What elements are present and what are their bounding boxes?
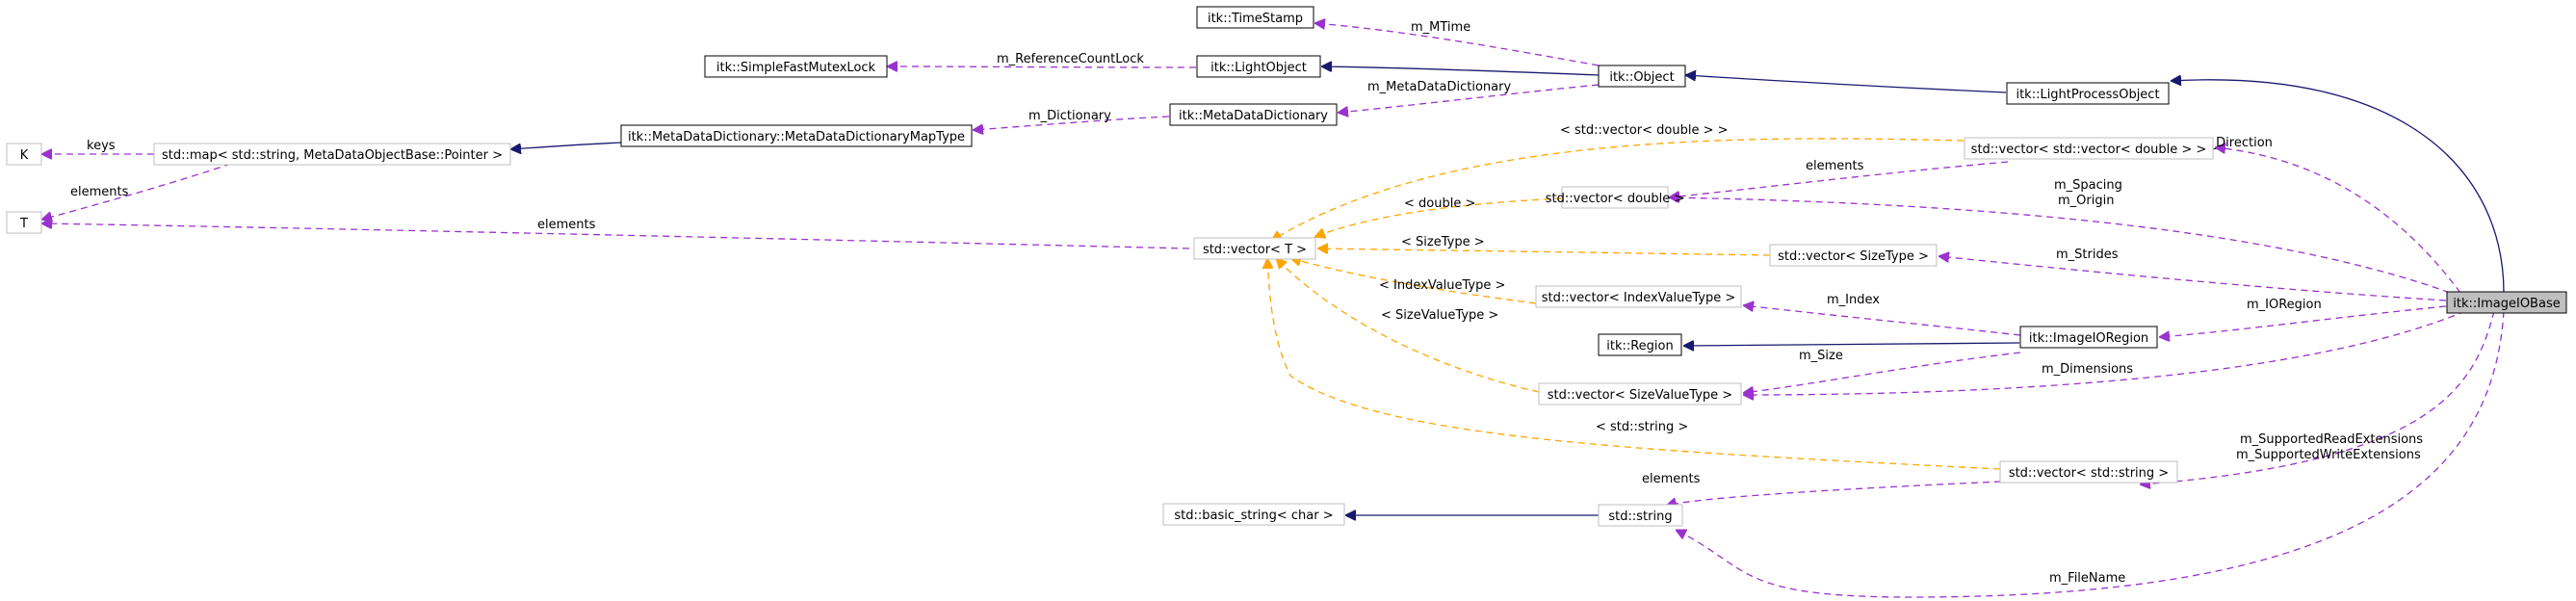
label-size: m_Size xyxy=(1799,349,1843,363)
label-tmpl-sizeval: < SizeValueType > xyxy=(1381,308,1498,323)
node-label: itk::SimpleFastMutexLock xyxy=(716,61,876,75)
node-object[interactable]: itk::Object xyxy=(1598,65,1686,88)
node-metadict[interactable]: itk::MetaDataDictionary xyxy=(1169,103,1338,126)
node-region[interactable]: itk::Region xyxy=(1598,333,1682,356)
edge-vecdouble-to-vecvec xyxy=(1669,161,2009,197)
node-label: std::vector< std::vector< double > > xyxy=(1971,143,2207,157)
node-lightobject[interactable]: itk::LightObject xyxy=(1196,55,1321,78)
label-elements-vecdouble: elements xyxy=(1806,159,1864,173)
edge-timestamp-to-object xyxy=(1314,23,1600,66)
label-elements-vect: elements xyxy=(537,218,596,232)
label-index: m_Index xyxy=(1827,293,1880,307)
edge-vect-to-vecsize xyxy=(1317,248,1771,256)
node-label: itk::ImageIOBase xyxy=(2453,297,2560,311)
edge-metadict-to-object xyxy=(1338,84,1600,113)
edge-vecindex-to-ioregion xyxy=(1743,305,2021,336)
node-label: itk::Region xyxy=(1606,339,1674,353)
node-vecindex[interactable]: std::vector< IndexValueType > xyxy=(1535,285,1742,308)
label-tmpl-vecvec: < std::vector< double > > xyxy=(1560,123,1729,138)
label-tmpl-string: < std::string > xyxy=(1596,420,1688,434)
node-t[interactable]: T xyxy=(6,211,42,234)
node-label: itk::MetaDataDictionary xyxy=(1179,109,1328,123)
label-ioregion: m_IORegion xyxy=(2247,298,2322,312)
label-direction: m_Direction xyxy=(2198,136,2273,150)
node-vecsizeval[interactable]: std::vector< SizeValueType > xyxy=(1538,382,1742,405)
node-k[interactable]: K xyxy=(6,143,42,166)
node-label: std::vector< double > xyxy=(1546,192,1684,206)
node-label: std::vector< T > xyxy=(1203,243,1307,257)
edge-vecstring-to-imageio xyxy=(2140,310,2495,484)
label-tmpl-double: < double > xyxy=(1404,196,1475,211)
node-basicstring[interactable]: std::basic_string< char > xyxy=(1162,503,1345,526)
node-timestamp[interactable]: itk::TimeStamp xyxy=(1196,6,1314,29)
node-label: itk::MetaDataDictionary::MetaDataDiction… xyxy=(628,130,965,144)
node-label: std::basic_string< char > xyxy=(1174,509,1333,523)
label-dimensions: m_Dimensions xyxy=(2042,362,2133,377)
edge-vecsize-to-imageio xyxy=(1939,256,2447,301)
label-metadatadict: m_MetaDataDictionary xyxy=(1367,80,1511,94)
label-spacing: m_Spacing xyxy=(2054,178,2122,193)
node-label: itk::Object xyxy=(1609,70,1674,85)
node-label: std::vector< SizeValueType > xyxy=(1548,388,1732,403)
edge-object-to-lightprocess xyxy=(1685,75,2007,93)
node-label: T xyxy=(19,217,28,231)
node-label: std::vector< IndexValueType > xyxy=(1542,291,1736,305)
label-dictionary: m_Dictionary xyxy=(1028,109,1111,123)
edge-t-to-stdmap xyxy=(41,163,232,220)
label-strides: m_Strides xyxy=(2056,248,2119,262)
node-label: std::vector< std::string > xyxy=(2009,466,2169,481)
label-mtime: m_MTime xyxy=(1411,20,1470,35)
edge-ioregion-to-imageio xyxy=(2159,305,2447,337)
node-vect[interactable]: std::vector< T > xyxy=(1193,237,1316,260)
label-tmpl-index: < IndexValueType > xyxy=(1379,278,1505,293)
node-vecsize[interactable]: std::vector< SizeType > xyxy=(1769,244,1938,267)
label-write-ext: m_SupportedWriteExtensions xyxy=(2236,448,2421,462)
edge-region-to-ioregion xyxy=(1683,343,2020,346)
label-tmpl-size: < SizeType > xyxy=(1401,235,1485,249)
node-label: itk::ImageIORegion xyxy=(2029,331,2148,346)
edge-mapType-to-stdmap xyxy=(510,142,622,149)
node-vecdouble[interactable]: std::vector< double > xyxy=(1546,186,1684,209)
label-keys: keys xyxy=(87,139,116,153)
node-mutex[interactable]: itk::SimpleFastMutexLock xyxy=(704,55,888,78)
node-mapType[interactable]: itk::MetaDataDictionary::MetaDataDiction… xyxy=(620,124,973,147)
edge-stdstring-to-vecstring xyxy=(1666,481,2002,506)
node-label: itk::TimeStamp xyxy=(1208,12,1303,26)
node-label: itk::LightObject xyxy=(1210,61,1307,75)
label-refcount: m_ReferenceCountLock xyxy=(997,52,1144,66)
node-label: std::string xyxy=(1608,510,1672,524)
edge-vecsizeval-to-imageio xyxy=(1743,310,2466,395)
label-elements-map: elements xyxy=(70,185,129,199)
node-label: std::vector< SizeType > xyxy=(1778,249,1929,264)
node-label: K xyxy=(20,148,29,163)
node-label: std::map< std::string, MetaDataObjectBas… xyxy=(162,148,503,163)
label-read-ext: m_SupportedReadExtensions xyxy=(2240,432,2423,447)
label-origin: m_Origin xyxy=(2058,194,2114,208)
node-imageio[interactable]: itk::ImageIOBase xyxy=(2446,291,2567,314)
edge-vecdouble-to-imageio xyxy=(1669,197,2461,298)
edge-vect-to-vecvec xyxy=(1271,138,1965,241)
edge-t-to-vect xyxy=(41,223,1190,249)
edge-lightprocess-to-imageio xyxy=(2171,80,2505,294)
edge-mutex-to-lightobject xyxy=(887,66,1197,67)
edge-vect-to-vecstring xyxy=(1267,258,2001,470)
node-stdmap[interactable]: std::map< std::string, MetaDataObjectBas… xyxy=(153,143,511,166)
edge-vect-to-vecindex xyxy=(1290,258,1537,304)
edge-lightobject-to-object xyxy=(1321,66,1600,76)
node-stdstring[interactable]: std::string xyxy=(1598,504,1683,527)
label-filename: m_FileName xyxy=(2049,571,2125,586)
node-lightprocess[interactable]: itk::LightProcessObject xyxy=(2006,82,2170,105)
node-ioregion[interactable]: itk::ImageIORegion xyxy=(2019,326,2158,349)
node-vecstring[interactable]: std::vector< std::string > xyxy=(1999,460,2178,483)
label-elements-string: elements xyxy=(1642,472,1701,486)
edge-vecsizeval-to-ioregion xyxy=(1743,352,2021,393)
node-vecvec[interactable]: std::vector< std::vector< double > > xyxy=(1964,137,2214,160)
edge-mapType-to-metadict xyxy=(973,116,1170,130)
edge-vect-to-vecsizeval xyxy=(1276,258,1540,393)
edge-stdstring-to-imageio xyxy=(1676,310,2505,598)
node-label: itk::LightProcessObject xyxy=(2016,88,2159,102)
edge-vecvec-to-imageio xyxy=(2215,147,2461,294)
